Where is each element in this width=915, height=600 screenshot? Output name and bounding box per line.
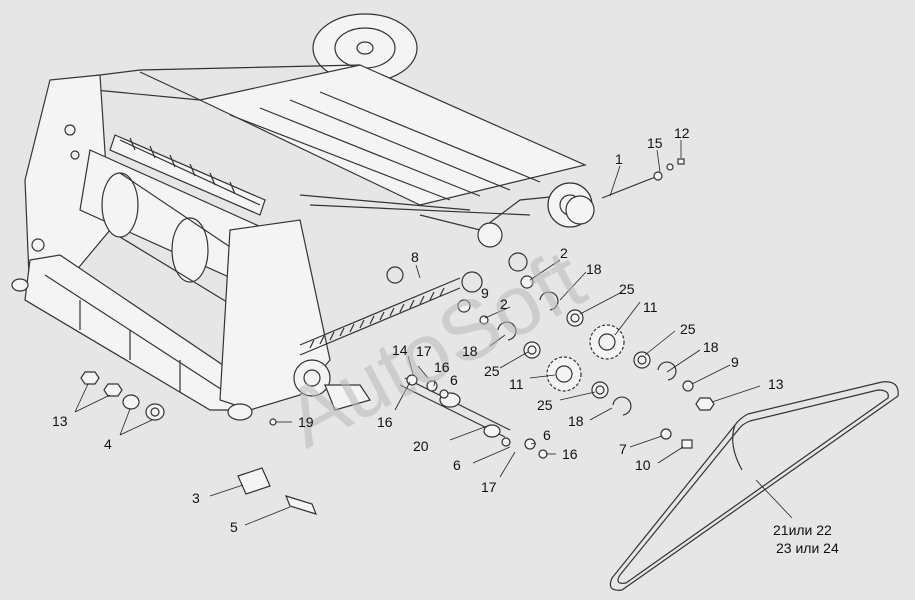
callout-5: 5 (230, 519, 238, 535)
callout-2-upper: 2 (560, 245, 568, 261)
callout-15: 15 (647, 135, 663, 151)
tension-spring (299, 271, 483, 356)
idler-pulley (477, 222, 503, 248)
sleeve-3 (237, 467, 271, 495)
callout-6-lower: 6 (453, 457, 461, 473)
callout-7: 7 (619, 441, 627, 457)
machine-assembly (11, 13, 595, 421)
top-cover (198, 64, 587, 206)
drive-belt (609, 381, 899, 591)
callout-18-c: 18 (703, 339, 719, 355)
callout-9-left: 9 (481, 285, 489, 301)
callout-20: 20 (413, 438, 429, 454)
callout-labels: 1 15 12 8 2 18 9 2 25 11 25 18 18 25 9 1… (52, 125, 839, 556)
lower-sprocket (293, 359, 331, 397)
leader-lines (74, 140, 793, 526)
callout-12: 12 (674, 125, 690, 141)
callout-13-right: 13 (768, 376, 784, 392)
sprocket-11-upper (589, 324, 625, 360)
callout-16-upper: 16 (434, 359, 450, 375)
callout-16-left: 16 (377, 414, 393, 430)
callout-16-right: 16 (562, 446, 578, 462)
callout-14: 14 (392, 342, 408, 358)
pin-1 (601, 175, 659, 199)
callout-11-b: 11 (509, 376, 524, 392)
callout-6-mid: 6 (543, 427, 551, 443)
callout-9-right: 9 (731, 354, 739, 370)
callout-6-upper: 6 (450, 372, 458, 388)
callout-19: 19 (298, 414, 314, 430)
callout-2-lower: 2 (500, 296, 508, 312)
pin-5 (284, 495, 318, 515)
callout-11-a: 11 (643, 299, 658, 315)
callout-25-d: 25 (537, 397, 553, 413)
front-frame (24, 254, 246, 411)
shaft-assembly (399, 374, 548, 459)
callout-25-a: 25 (619, 281, 635, 297)
callout-3: 3 (192, 490, 200, 506)
callout-18-d: 18 (568, 413, 584, 429)
callout-13-left: 13 (52, 413, 68, 429)
callout-4: 4 (104, 436, 112, 452)
callout-10: 10 (635, 457, 651, 473)
callout-belt-line1: 21или 22 (773, 522, 832, 538)
exploded-parts (80, 158, 715, 515)
nut-13-left (80, 371, 100, 385)
callout-25-b: 25 (680, 321, 696, 337)
callout-17-upper: 17 (416, 343, 432, 359)
callout-18-a: 18 (586, 261, 602, 277)
callout-belt-line2: 23 или 24 (776, 540, 839, 556)
top-wheel-center (356, 41, 374, 55)
sprocket-11-lower (546, 356, 582, 392)
callout-18-b: 18 (462, 343, 478, 359)
callout-1: 1 (615, 151, 623, 167)
callout-25-c: 25 (484, 363, 500, 379)
callout-8: 8 (411, 249, 419, 265)
callout-17-lower: 17 (481, 479, 497, 495)
